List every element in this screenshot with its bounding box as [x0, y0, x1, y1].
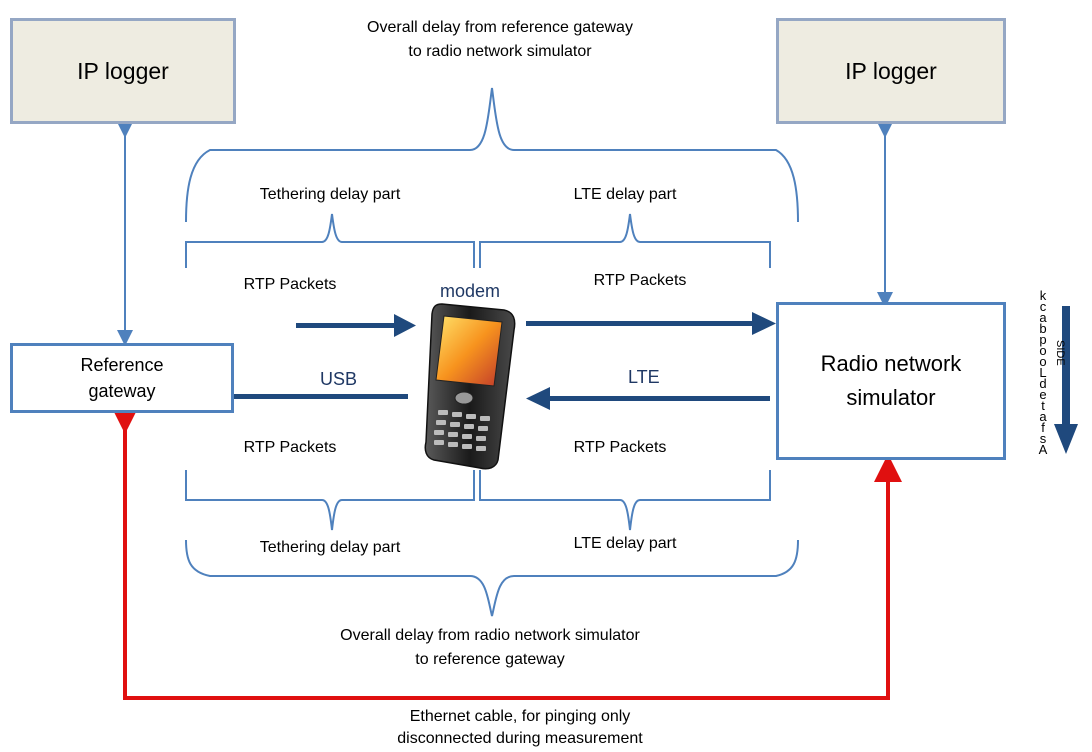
side-letter: L	[1039, 365, 1047, 380]
reference-gateway-line1: Reference	[80, 355, 164, 375]
rtp-bottom-right-label: RTP Packets	[573, 439, 667, 456]
phone-icon	[424, 303, 516, 470]
bottom-overall-note: Overall delay from radio network simulat…	[280, 624, 700, 672]
ip-logger-right: IP logger	[776, 18, 1006, 124]
ip-logger-right-label: IP logger	[845, 57, 937, 84]
bottom-lte-brace	[479, 470, 771, 531]
side-letter: d	[1039, 376, 1047, 391]
bottom-overall-note-line1: Overall delay from radio network simulat…	[340, 627, 640, 644]
side-letter: a	[1039, 409, 1047, 424]
side-letter: p	[1039, 332, 1047, 347]
side-letter: c	[1039, 299, 1047, 314]
side-letter: e	[1039, 387, 1047, 402]
arrow-usb-forward	[296, 314, 416, 337]
rtp-bottom-left-label: RTP Packets	[243, 439, 337, 456]
lte-delay-bottom-label: LTE delay part	[573, 535, 677, 552]
radio-network-simulator-box: Radio network simulator	[776, 302, 1006, 460]
top-tethering-brace	[185, 213, 475, 268]
bottom-overall-brace	[185, 539, 799, 617]
top-overall-note: Overall delay from reference gateway to …	[300, 16, 700, 64]
ethernet-cable	[111, 406, 902, 700]
side-letter: a	[1039, 310, 1047, 325]
top-overall-brace	[185, 87, 799, 223]
tethering-bottom-label: Tethering delay part	[259, 539, 401, 556]
lte-label: LTE	[628, 367, 660, 387]
side-down-arrow	[1054, 306, 1078, 454]
reference-gateway-line2: gateway	[88, 381, 156, 401]
usb-label: USB	[320, 369, 358, 389]
top-overall-note-line2: to radio network simulator	[408, 43, 592, 60]
lte-delay-top-label: LTE delay part	[573, 186, 677, 203]
arrow-lte-forward	[526, 312, 776, 335]
side-letter: b	[1039, 321, 1047, 336]
radio-network-simulator-line1: Radio network	[820, 351, 962, 376]
ethernet-cable-note-line1: Ethernet cable, for pinging only	[409, 708, 631, 725]
side-letter: o	[1039, 354, 1047, 369]
ethernet-cable-note: Ethernet cable, for pinging only disconn…	[320, 706, 720, 750]
reference-gateway-box: Reference gateway	[10, 343, 234, 413]
side-letter: o	[1039, 343, 1047, 358]
radio-network-simulator-line2: simulator	[846, 385, 936, 410]
modem-label: modem	[440, 281, 501, 301]
ip-logger-left: IP logger	[10, 18, 236, 124]
side-vertical-label: k c a b p o o L d e t a f s A	[1036, 288, 1050, 457]
ip-logger-left-label: IP logger	[77, 57, 169, 84]
tethering-top-label: Tethering delay part	[259, 186, 401, 203]
side-letter: f	[1041, 420, 1045, 435]
top-overall-note-line1: Overall delay from reference gateway	[367, 19, 633, 36]
rtp-top-left-label: RTP Packets	[243, 276, 337, 293]
top-lte-brace	[479, 213, 771, 268]
side-rotated-label: SIDE	[1054, 340, 1066, 366]
side-letter: s	[1039, 431, 1047, 446]
side-letter: A	[1038, 442, 1048, 457]
side-letter: t	[1041, 398, 1045, 413]
side-letter: k	[1039, 288, 1047, 303]
arrow-lte-back	[526, 387, 770, 410]
ethernet-cable-note-line2: disconnected during measurement	[397, 730, 643, 747]
bottom-overall-note-line2: to reference gateway	[415, 651, 565, 668]
bottom-tethering-brace	[185, 470, 475, 531]
rtp-top-right-label: RTP Packets	[593, 272, 687, 289]
